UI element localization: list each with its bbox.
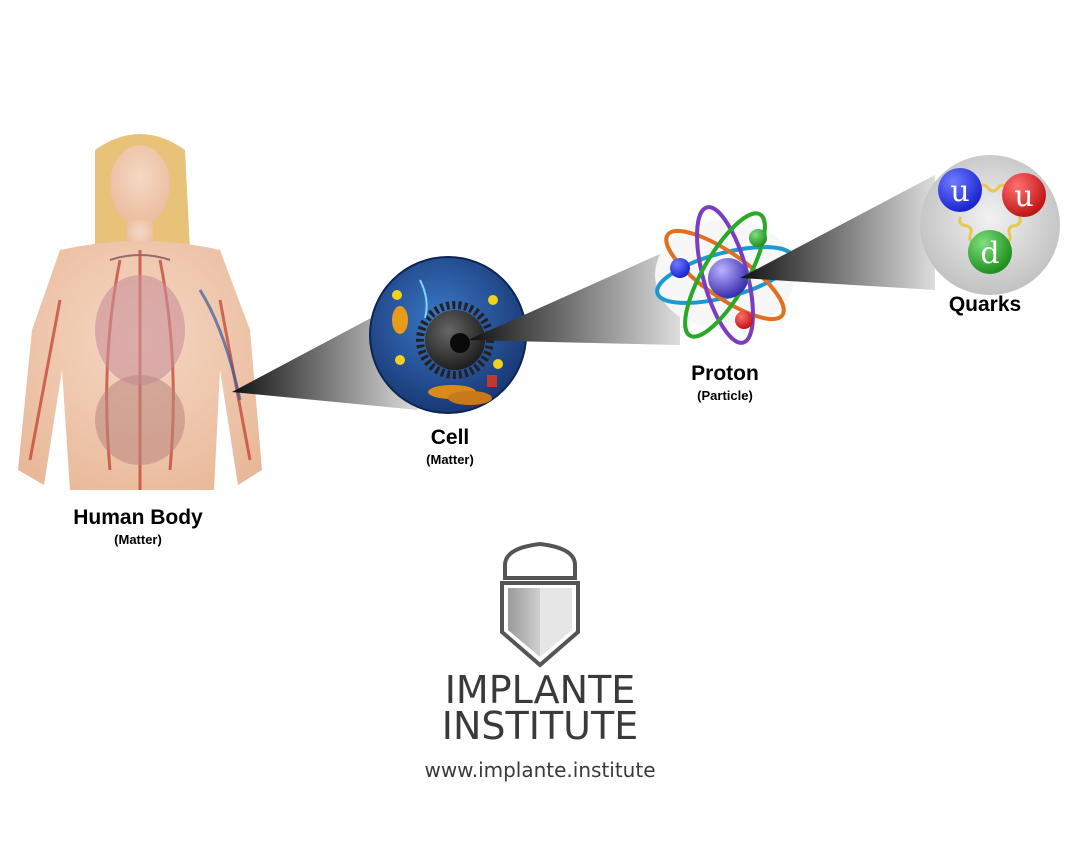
quark-u-1 (938, 168, 982, 212)
zoom-beam-cell-proton (468, 245, 680, 345)
stage-name-proton: Proton (691, 362, 759, 385)
stage-name-body: Human Body (73, 506, 203, 529)
implante-logo-icon (500, 541, 580, 668)
label-human-body: Human Body (Matter) (28, 506, 248, 547)
logo-url-link[interactable]: www.implante.institute (424, 758, 656, 782)
stage-sub-proton: (Particle) (697, 388, 753, 403)
stage-sub-cell: (Matter) (426, 452, 474, 467)
logo-line-2: INSTITUTE (441, 704, 639, 748)
quark-u-2 (1002, 173, 1046, 217)
proton-illustration (655, 205, 795, 345)
label-proton: Proton (Particle) (655, 362, 795, 403)
quark-letter-u2: u (1014, 179, 1033, 214)
human-body-illustration (18, 134, 262, 490)
quark-d (968, 230, 1012, 274)
implante-logo: IMPLANTE INSTITUTE www.implante.institut… (380, 668, 700, 782)
logo-line-1: IMPLANTE (444, 668, 636, 712)
quarks-illustration: u u d (920, 155, 1060, 295)
quark-letter-u1: u (950, 174, 969, 209)
zoom-beam-proton-quarks (740, 175, 935, 290)
stage-name-quarks: Quarks (948, 293, 1022, 316)
label-cell: Cell (Matter) (380, 426, 520, 467)
label-quarks: Quarks (915, 293, 1055, 317)
stage-name-cell: Cell (430, 426, 470, 449)
stage-sub-body: (Matter) (114, 532, 162, 547)
quark-letter-d: d (980, 236, 999, 271)
